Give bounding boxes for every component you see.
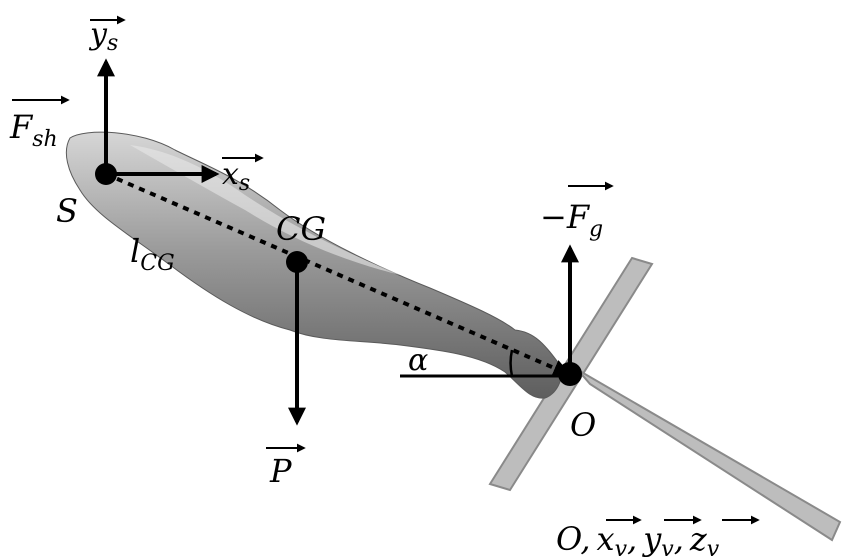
frame-bar-long [577,369,842,542]
label-s: S [56,192,78,230]
arm-silhouette [65,131,562,399]
origin-point [558,362,582,386]
label-lcg: lCG [130,232,175,276]
cg-point [286,251,308,273]
svg-text:−Fg: −Fg [540,198,603,242]
shoulder-point [95,163,117,185]
label-cg: CG [276,210,326,248]
label-neg-fg: −Fg [540,181,614,242]
svg-text:ys: ys [88,17,118,56]
label-p: P [266,443,306,490]
label-ys: ys [88,15,126,56]
arm-highlight [130,145,400,275]
arm-shape [65,131,562,399]
svg-text:P: P [269,452,292,490]
alpha-arc [509,349,514,377]
svg-text:Fsh: Fsh [9,108,58,152]
label-alpha: α [408,343,428,378]
label-fsh: Fsh [9,95,70,152]
label-xs: xs [222,153,264,196]
vehicle-frame-bars [488,256,842,542]
svg-text:O,xv,yv,zv: O,xv,yv,zv [556,520,720,560]
svg-text:xs: xs [222,157,250,196]
label-vehicle-frame: O,xv,yv,zv [556,515,760,560]
label-o: O [570,406,596,444]
